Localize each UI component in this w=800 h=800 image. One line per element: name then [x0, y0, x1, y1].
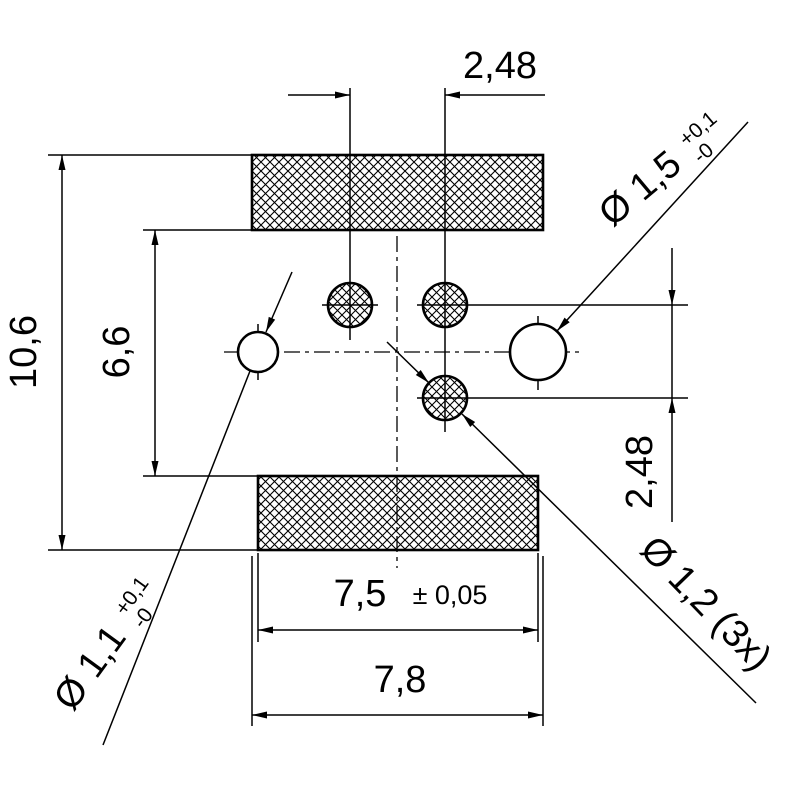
part-outline: [236, 153, 568, 552]
dim-text-pad-width: 7,5: [334, 573, 387, 615]
leader-line: [556, 121, 749, 332]
dim-hole-pitch-horizontal: 2,48: [288, 45, 545, 99]
dim-pad-width: 7,5 ± 0,05: [257, 553, 539, 642]
dim-text-overall-height: 10,6: [3, 315, 45, 389]
pad-bottom-hatched: [256, 474, 540, 552]
dim-text-hole-pitch-vertical: 2,48: [619, 435, 661, 509]
dim-outer-width: 7,8: [251, 556, 544, 726]
hole-bottom-center: [421, 374, 469, 422]
hole-left-dia-1-1: [236, 330, 280, 374]
dim-text-inner-gap: 6,6: [96, 326, 138, 379]
dim-inner-gap: 6,6: [96, 229, 258, 477]
dim-overall-height: 10,6: [3, 154, 258, 551]
pad-top-hatched: [250, 153, 545, 232]
leader-arrow-line: [265, 271, 293, 333]
hole-top-right: [421, 281, 469, 329]
dim-text-hole-pitch-horizontal: 2,48: [463, 45, 537, 87]
dim-hole-pitch-vertical: 2,48: [619, 248, 676, 522]
dim-text-pad-width-tolerance: ± 0,05: [413, 580, 488, 610]
dim-text-outer-width: 7,8: [374, 659, 427, 701]
leader-line: [102, 370, 251, 746]
hole-right-dia-1-5: [508, 322, 568, 382]
leader-line: [386, 341, 430, 384]
leader-line: [461, 413, 757, 704]
hole-top-left: [326, 281, 374, 329]
